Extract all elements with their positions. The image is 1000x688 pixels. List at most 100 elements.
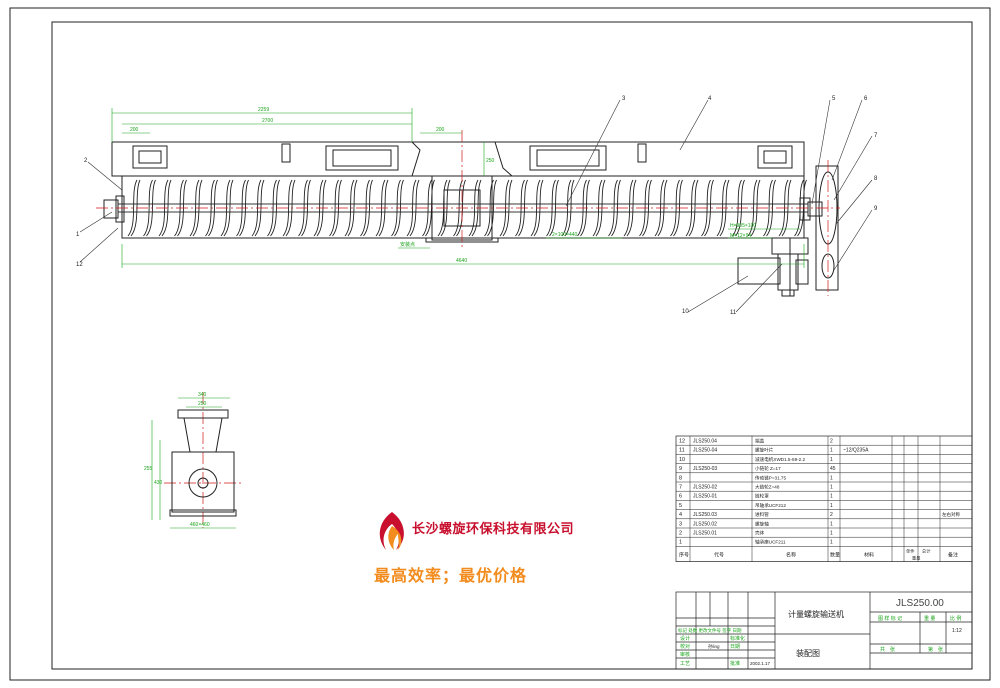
dim-top-inner: 2700 <box>262 118 273 124</box>
rev-headers: 标记 处数 更改文件号 签字 日期 <box>678 627 742 634</box>
side-shaft-circle <box>188 468 218 498</box>
dim-top-overall: 2259 <box>258 107 269 113</box>
motor-body <box>737 257 781 285</box>
bom-cell-no: 8 <box>679 475 682 481</box>
upper-housing-left <box>111 141 421 177</box>
bom-cell-qty: 1 <box>830 485 833 491</box>
bom-cell-qty: 45 <box>830 466 836 472</box>
note-motor-a: H=905×100 <box>730 223 756 229</box>
balloon-8: 8 <box>874 176 878 182</box>
dim-side-base: 460×460 <box>190 522 210 528</box>
bom-cell-qty: 1 <box>830 521 833 527</box>
drawing-code: JLS250.00 <box>896 598 944 609</box>
balloon-10: 10 <box>682 309 689 315</box>
bom-cell-name: 进料管 <box>755 511 769 518</box>
bom-cell-name: 减速电机XWD1.5-59-2.2 <box>755 456 805 463</box>
product-name: 计量螺旋输送机 <box>788 609 844 619</box>
bom-cell-qty: 1 <box>830 540 833 546</box>
dim-side-height-outer: 430 <box>154 480 163 486</box>
reviewer-label: 审核 <box>680 651 690 658</box>
bom-header-mass: 重量 <box>912 554 920 561</box>
bom-cell-no: 10 <box>679 457 685 463</box>
bom-cell-no: 7 <box>679 485 682 491</box>
bom-cell-code: JLS250-03 <box>693 466 717 472</box>
dim-side-top-outer: 340 <box>198 392 207 398</box>
bom-cell-qty: 2 <box>830 512 833 518</box>
bom-header-note: 备注 <box>948 551 958 558</box>
weight-label: 重 量 <box>924 615 935 622</box>
chain-guard <box>815 165 839 291</box>
bom-cell-name: 大链轮Z=48 <box>755 484 780 491</box>
bom-cell-qty: 1 <box>830 457 833 463</box>
bom-header-code: 代号 <box>714 551 724 558</box>
window-left <box>132 145 168 169</box>
screw-flight <box>484 179 497 237</box>
bom-header-qty: 数量 <box>830 551 840 558</box>
date-value: 2002.1.17 <box>750 661 771 666</box>
window-right-b <box>757 145 793 169</box>
window-right-a <box>529 145 607 171</box>
bom-cell-no: 2 <box>679 531 682 537</box>
approver-label: 批准 <box>730 660 740 667</box>
bom-cell-qty: 1 <box>830 448 833 454</box>
leader-lines <box>79 99 873 313</box>
balloon-4: 4 <box>708 96 712 102</box>
bom-cell-name: 传动链P=31.75 <box>755 474 786 481</box>
title-block <box>675 591 973 670</box>
dim-top-left: 200 <box>130 127 139 133</box>
balloon-2: 2 <box>84 158 88 164</box>
drawing-name: 装配图 <box>796 648 820 658</box>
bom-cell-qty: 1 <box>830 475 833 481</box>
bom-cell-material: ~12/Q235A <box>843 448 869 454</box>
bom-header-mass-total: 总计 <box>922 547 930 554</box>
balloon-labels: 1 2 3 4 5 6 7 8 9 10 11 12 <box>76 96 878 316</box>
balloon-1: 1 <box>76 232 80 238</box>
dim-side-top-inner: 250 <box>198 401 207 407</box>
bom-cell-note: 左右对称 <box>942 511 960 518</box>
bom-cell-no: 1 <box>679 540 682 546</box>
bom-header-no: 序号 <box>679 551 689 558</box>
dim-height-small: 250 <box>486 158 495 164</box>
bom-cell-name: 壳体 <box>755 530 765 537</box>
bom-cell-code: JLS250.03 <box>693 512 717 518</box>
standard-label: 标准化 <box>730 635 745 642</box>
bom-cell-name: 小链轮 Z=17 <box>755 465 781 472</box>
bom-cell-code: JLS250.02 <box>693 521 717 527</box>
bom-cell-code: JLS250.04 <box>693 439 717 445</box>
bom-header-material: 材料 <box>864 551 874 558</box>
centerlines <box>96 130 840 528</box>
balloon-9: 9 <box>874 206 878 212</box>
stage-label: 图 样 标 记 <box>878 615 902 622</box>
sheet-total: 共 张 <box>880 646 895 653</box>
dim-side-height-inner: 255 <box>144 466 153 472</box>
balloon-3: 3 <box>622 96 626 102</box>
bom-cell-no: 5 <box>679 503 682 509</box>
balloon-12: 12 <box>76 262 83 268</box>
bom-cell-name: 轴承座UCF211 <box>755 539 786 546</box>
bom-cell-no: 4 <box>679 512 682 518</box>
scale-label: 比 例 <box>950 615 961 622</box>
bom-cell-name: 链轮罩 <box>755 493 769 500</box>
dimension-lines <box>111 108 805 529</box>
screw-flight <box>344 179 358 237</box>
title-block-texts: 计量螺旋输送机 装配图 JLS250.00 图 样 标 记 重 量 比 例 1:… <box>678 598 962 667</box>
dim-top-right: 200 <box>436 127 445 133</box>
process-label: 工艺 <box>680 661 690 667</box>
bom-cell-no: 3 <box>679 521 682 527</box>
bom-cell-name: 吊轴承UCF212 <box>755 502 786 509</box>
bom-cell-name: 螺旋叶片 <box>755 447 774 454</box>
window-mid <box>325 145 399 171</box>
inner-frame <box>51 21 973 670</box>
bom-cell-name: 螺旋轴 <box>755 520 769 527</box>
bom-cell-code: JLS250-04 <box>693 448 717 454</box>
side-view <box>169 409 237 517</box>
bom-cell-code: JLS250-01 <box>693 494 717 500</box>
sheet-no: 第 张 <box>928 646 943 653</box>
designer-sig: 孙ling <box>708 643 720 649</box>
bom-cell-qty: 1 <box>830 531 833 537</box>
bom-cell-qty: 1 <box>830 503 833 509</box>
dim-bottom-total: 4640 <box>456 258 467 264</box>
note-flange: 安装点 <box>400 241 415 248</box>
